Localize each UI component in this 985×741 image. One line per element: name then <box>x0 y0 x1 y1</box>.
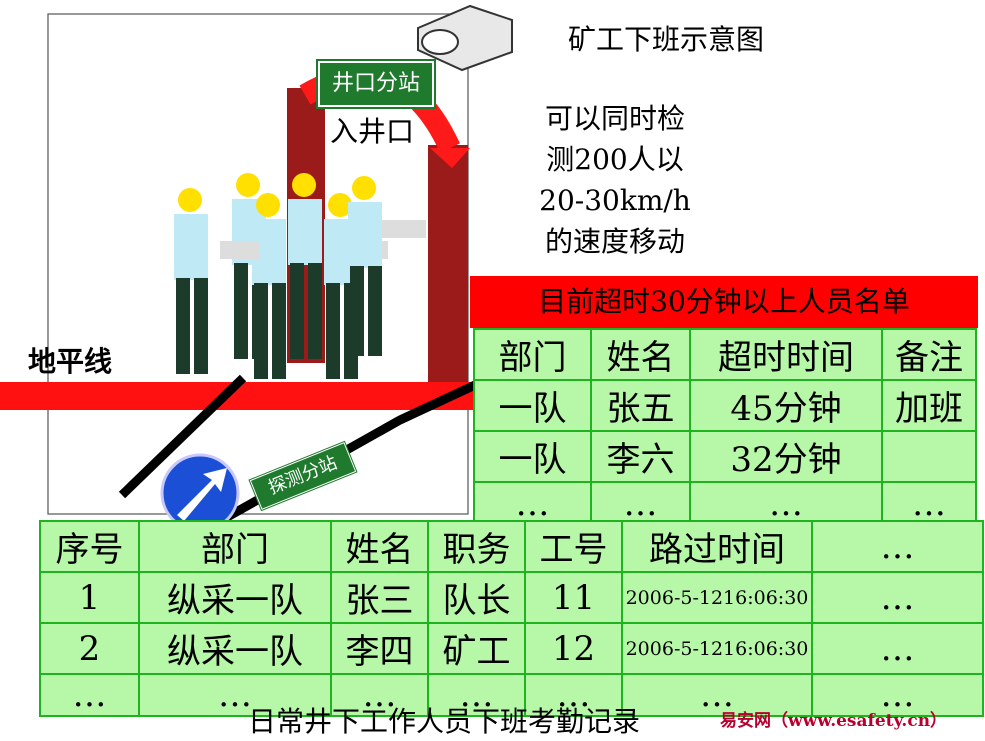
description-line: 的速度移动 <box>544 225 685 258</box>
diagram-title: 矿工下班示意图 <box>568 23 765 56</box>
reader-device-icon <box>417 4 513 72</box>
table-cell: … <box>811 622 984 675</box>
table-row: … … … … <box>473 481 977 526</box>
table-cell: 2 <box>39 622 140 675</box>
table-cell: 一队 <box>473 430 592 483</box>
source-credit: 易安网（www.esafety.cn） <box>720 711 948 731</box>
tunnel-line-left <box>118 374 247 499</box>
capacity-description: 可以同时检 测200人以 20-30km/h 的速度移动 <box>520 98 710 262</box>
table-cell: 加班 <box>881 379 977 432</box>
miners-group <box>174 173 426 379</box>
table-cell: 队长 <box>427 571 526 624</box>
table-cell: … <box>330 673 429 717</box>
table-cell: 一队 <box>473 379 592 432</box>
table-cell: … <box>473 481 592 526</box>
table-cell: 2006-5-1216:06:30 <box>621 622 813 675</box>
table-cell: … <box>427 673 526 717</box>
station-sign: 井口分站 <box>316 59 436 109</box>
miner-figure <box>348 176 426 356</box>
column-header: 职务 <box>427 520 526 573</box>
column-header: 姓名 <box>330 520 429 573</box>
table-cell: 纵采一队 <box>138 622 332 675</box>
table-cell: 李四 <box>330 622 429 675</box>
column-header: 序号 <box>39 520 140 573</box>
table-cell: 11 <box>524 571 623 624</box>
table-cell: … <box>138 673 332 717</box>
miner-figure <box>174 188 208 374</box>
ground-label: 地平线 <box>28 345 113 378</box>
table-cell: 张三 <box>330 571 429 624</box>
table-row: … … … … … … … <box>39 673 984 717</box>
table-cell <box>881 430 977 483</box>
shaft-pillar-right <box>428 145 468 395</box>
table-cell: 2006-5-1216:06:30 <box>621 571 813 624</box>
table-cell: 32分钟 <box>689 430 883 483</box>
description-line: 20-30km/h <box>539 184 691 217</box>
column-header: 部门 <box>473 328 592 381</box>
table-cell: 纵采一队 <box>138 571 332 624</box>
table-row: 一队 张五 45分钟 加班 <box>473 379 977 432</box>
table-cell: 1 <box>39 571 140 624</box>
column-header: 超时时间 <box>689 328 883 381</box>
table-cell: 李六 <box>590 430 691 483</box>
table-cell: … <box>689 481 883 526</box>
table-cell: 张五 <box>590 379 691 432</box>
column-header: … <box>811 520 984 573</box>
attendance-caption: 日常井下工作人员下班考勤记录 <box>248 705 641 738</box>
table-header-row: 部门 姓名 超时时间 备注 <box>473 328 977 381</box>
column-header: 工号 <box>524 520 623 573</box>
table-cell: … <box>811 571 984 624</box>
miner-figure <box>220 193 286 379</box>
attendance-table: 序号 部门 姓名 职务 工号 路过时间 … 1 纵采一队 张三 队长 11 20… <box>39 520 984 717</box>
column-header: 路过时间 <box>621 520 813 573</box>
description-line: 可以同时检 <box>544 102 685 135</box>
table-cell: 12 <box>524 622 623 675</box>
table-cell: … <box>524 673 623 717</box>
table-cell: 矿工 <box>427 622 526 675</box>
table-row: 一队 李六 32分钟 <box>473 430 977 483</box>
table-cell: … <box>39 673 140 717</box>
column-header: 备注 <box>881 328 977 381</box>
miner-figure <box>288 173 322 359</box>
entrance-label: 入井口 <box>330 115 415 148</box>
column-header: 部门 <box>138 520 332 573</box>
table-cell: 45分钟 <box>689 379 883 432</box>
table-cell: … <box>621 673 813 717</box>
overtime-heading: 目前超时30分钟以上人员名单 <box>470 276 978 328</box>
table-cell: … <box>881 481 977 526</box>
description-line: 测200人以 <box>546 143 684 176</box>
table-cell: … <box>811 673 984 717</box>
column-header: 姓名 <box>590 328 691 381</box>
table-header-row: 序号 部门 姓名 职务 工号 路过时间 … <box>39 520 984 573</box>
table-row: 2 纵采一队 李四 矿工 12 2006-5-1216:06:30 … <box>39 622 984 675</box>
table-cell: … <box>590 481 691 526</box>
overtime-table: 部门 姓名 超时时间 备注 一队 张五 45分钟 加班 一队 李六 32分钟 …… <box>473 328 977 526</box>
entrance-arrow-head <box>430 148 470 168</box>
table-row: 1 纵采一队 张三 队长 11 2006-5-1216:06:30 … <box>39 571 984 624</box>
